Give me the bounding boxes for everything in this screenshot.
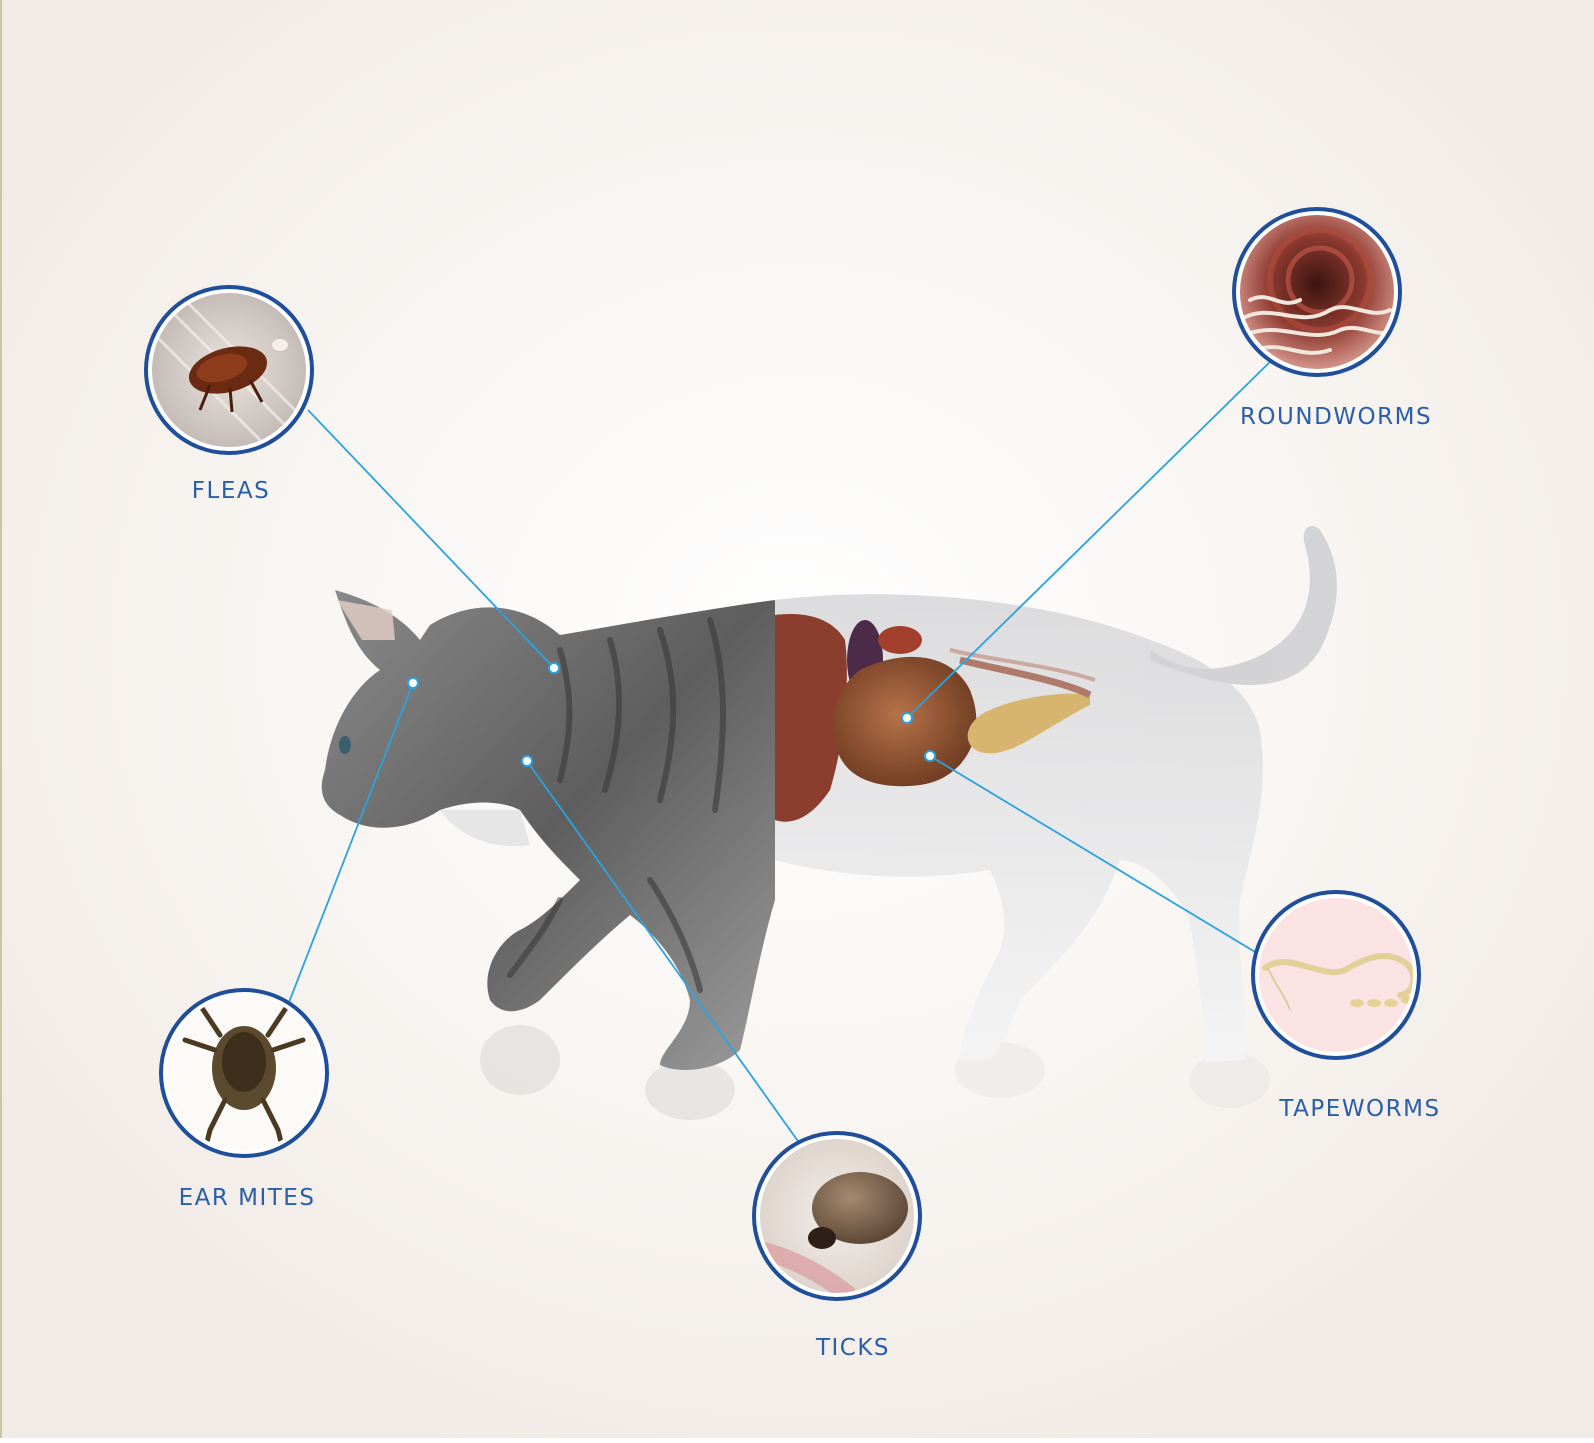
label-ear-mites: EAR MITES (179, 1185, 316, 1211)
dot-tapeworms (925, 751, 935, 761)
left-edge-line (0, 0, 2, 1438)
dot-roundworms (902, 713, 912, 723)
dot-fleas (549, 663, 559, 673)
ear-mite-icon (161, 990, 327, 1156)
label-roundworms: ROUNDWORMS (1240, 404, 1432, 430)
dot-ticks (522, 756, 532, 766)
label-tapeworms: TAPEWORMS (1279, 1096, 1440, 1122)
cat-eye (339, 736, 351, 754)
label-ticks: TICKS (816, 1335, 890, 1361)
tapeworm-icon (1253, 892, 1419, 1058)
flea-icon (146, 287, 312, 453)
label-fleas: FLEAS (192, 478, 270, 504)
roundworms-icon (1234, 209, 1400, 375)
dot-ear-mites (408, 678, 418, 688)
tick-icon (754, 1133, 920, 1299)
